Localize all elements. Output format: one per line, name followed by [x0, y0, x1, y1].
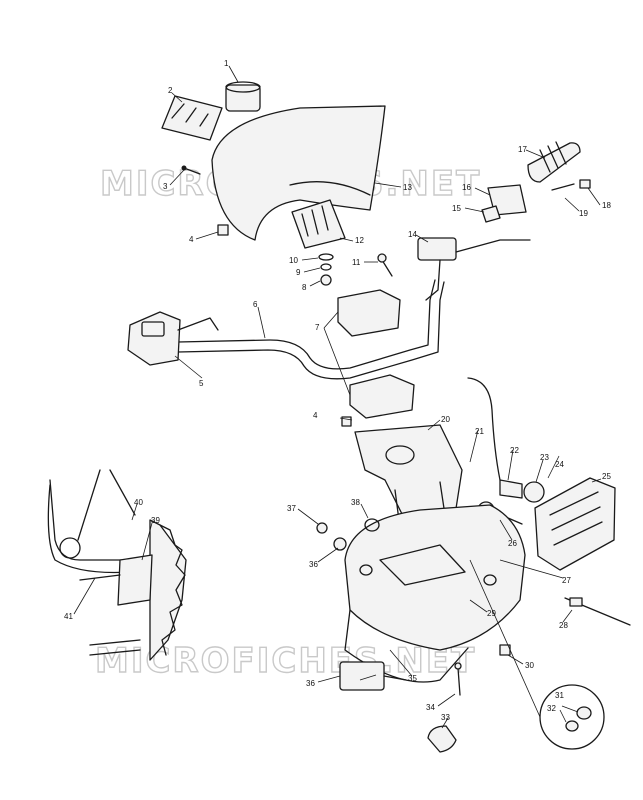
- part-bracket: [291, 199, 346, 249]
- callout-23: 23: [540, 453, 549, 462]
- callout-38: 38: [351, 498, 360, 507]
- callout-3: 3: [163, 182, 168, 191]
- part-headlight-pod: [211, 105, 386, 241]
- part-clip-4: [217, 224, 229, 236]
- callout-18: 18: [602, 201, 611, 210]
- part-left-control: [127, 311, 219, 366]
- callout-26: 26: [508, 539, 517, 548]
- callout-12: 12: [355, 236, 364, 245]
- callout-41: 41: [64, 612, 73, 621]
- part-detail-circle: [469, 559, 605, 750]
- callout-27: 27: [562, 576, 571, 585]
- callout-37: 37: [287, 504, 296, 513]
- part-switch-housing: [161, 95, 223, 141]
- part-throttle: [481, 141, 581, 223]
- part-panel: [344, 609, 469, 683]
- callout-5: 5: [199, 379, 204, 388]
- part-cable-end: [564, 597, 631, 626]
- callout-21: 21: [475, 427, 484, 436]
- callout-13: 13: [403, 183, 412, 192]
- callout-32: 32: [547, 704, 556, 713]
- part-bolt-11: [377, 253, 393, 277]
- callout-17: 17: [518, 145, 527, 154]
- callout-40: 40: [134, 498, 143, 507]
- callout-8: 8: [302, 283, 307, 292]
- callout-28: 28: [559, 621, 568, 630]
- callout-20: 20: [441, 415, 450, 424]
- callout-9: 9: [296, 268, 301, 277]
- part-gauge: [225, 81, 261, 112]
- part-brake-inset: [47, 469, 187, 661]
- part-switch-37: [316, 522, 347, 551]
- callout-2: 2: [168, 86, 173, 95]
- part-master-cylinder: [417, 237, 531, 301]
- part-speedo-cable: [467, 377, 545, 503]
- part-handlebar: [177, 279, 445, 380]
- callout-1: 1: [224, 59, 229, 68]
- callout-36b: 36: [306, 679, 315, 688]
- callout-14: 14: [408, 230, 417, 239]
- callout-24: 24: [555, 460, 564, 469]
- callout-6: 6: [253, 300, 258, 309]
- leaders: [73, 65, 602, 729]
- callout-labels: 1 2 3 4 5 6 7 8 9 10 11 12 13 14 15 16 1…: [64, 59, 611, 722]
- callout-30: 30: [525, 661, 534, 670]
- part-clamp-33: [427, 725, 457, 753]
- callout-31: 31: [555, 691, 564, 700]
- callout-35: 35: [408, 674, 417, 683]
- part-grommet-38: [364, 518, 380, 532]
- part-bolt-34: [454, 662, 462, 696]
- callout-33: 33: [441, 713, 450, 722]
- callout-10: 10: [289, 256, 298, 265]
- part-lower-fairing: [344, 504, 526, 651]
- callout-4: 4: [189, 235, 194, 244]
- part-clip-4b: [341, 416, 352, 427]
- callout-36: 36: [309, 560, 318, 569]
- callout-29: 29: [487, 609, 496, 618]
- callout-34: 34: [426, 703, 435, 712]
- callout-7: 7: [315, 323, 320, 332]
- callout-22: 22: [510, 446, 519, 455]
- part-small-18-19: [551, 179, 591, 191]
- callout-4b: 4: [313, 411, 318, 420]
- part-washers: [318, 253, 334, 286]
- part-screw-3: [181, 165, 201, 175]
- part-clamps: [337, 289, 415, 419]
- callout-39: 39: [151, 516, 160, 525]
- callout-25: 25: [602, 472, 611, 481]
- part-headlight: [534, 477, 616, 571]
- callout-15: 15: [452, 204, 461, 213]
- callout-16: 16: [462, 183, 471, 192]
- callout-11: 11: [352, 258, 361, 267]
- callout-19: 19: [579, 209, 588, 218]
